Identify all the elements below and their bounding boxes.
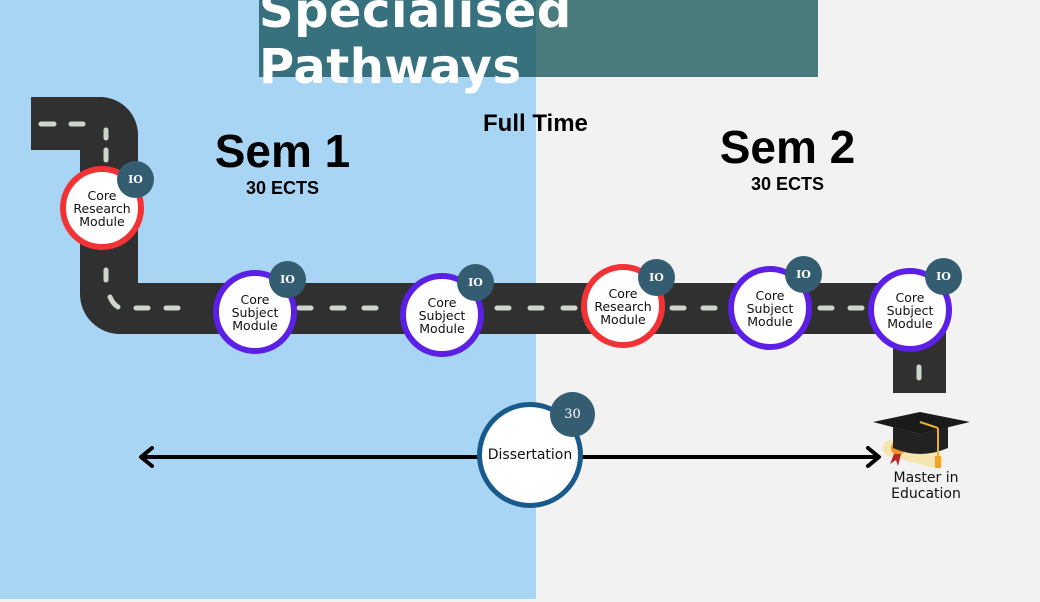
credit-badge: IO bbox=[269, 261, 306, 298]
arrow-left-head bbox=[139, 446, 154, 468]
credit-badge: IO bbox=[638, 259, 675, 296]
module-node-core-subject-2[interactable]: Core Subject Module bbox=[400, 273, 484, 357]
credit-badge: IO bbox=[925, 258, 962, 295]
module-node-core-subject-4[interactable]: Core Subject Module bbox=[868, 268, 952, 352]
module-label: Core Subject Module bbox=[746, 287, 794, 329]
module-label: Core Subject Module bbox=[886, 289, 934, 331]
semester-2-credits: 30 ECTS bbox=[750, 174, 825, 194]
credit-badge: IO bbox=[457, 264, 494, 301]
semester-2-header: Sem 2 30 ECTS bbox=[705, 124, 870, 195]
credit-badge: IO bbox=[785, 256, 822, 293]
dissertation-label: Dissertation bbox=[487, 447, 573, 463]
semester-1-title: Sem 1 bbox=[214, 125, 351, 177]
module-label: Core Subject Module bbox=[418, 294, 466, 336]
graduation-cap-icon bbox=[873, 412, 970, 468]
arrow-right-head bbox=[866, 446, 881, 468]
semester-2-title: Sem 2 bbox=[719, 121, 856, 173]
title-banner: Specialised Pathways bbox=[259, 0, 818, 95]
page-title: Specialised Pathways bbox=[259, 0, 572, 95]
module-node-core-subject-3[interactable]: Core Subject Module bbox=[728, 266, 812, 350]
module-label: Core Research Module bbox=[73, 187, 131, 229]
module-label: Core Subject Module bbox=[231, 291, 279, 333]
road-segment bbox=[31, 97, 946, 393]
module-node-core-subject-1[interactable]: Core Subject Module bbox=[213, 270, 297, 354]
outcome-label: Master in Education bbox=[891, 470, 961, 502]
module-node-core-research-2[interactable]: Core Research Module bbox=[581, 264, 665, 348]
semester-1-header: Sem 1 30 ECTS bbox=[200, 128, 365, 199]
credit-badge: IO bbox=[117, 161, 154, 198]
dissertation-credit-badge: 30 bbox=[550, 392, 595, 437]
study-mode-label: Full Time bbox=[483, 110, 588, 137]
module-label: Core Research Module bbox=[594, 285, 652, 327]
road-dashes bbox=[38, 121, 922, 381]
semester-1-credits: 30 ECTS bbox=[245, 178, 320, 198]
